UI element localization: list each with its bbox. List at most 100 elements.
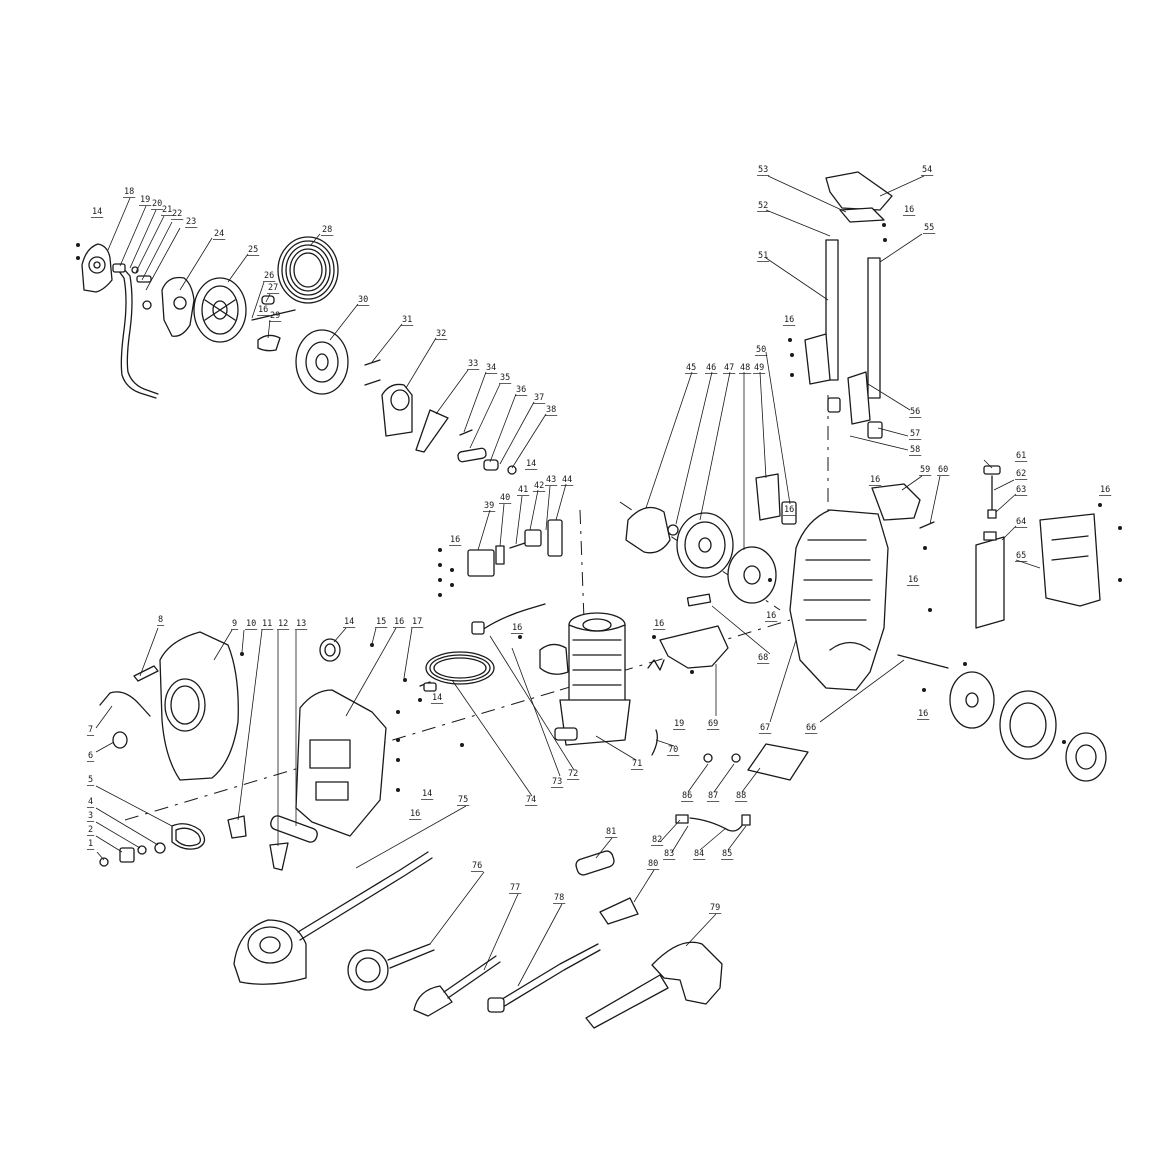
screw-callout-14-pins: 14 (526, 459, 536, 469)
detergent-tank (975, 531, 1005, 629)
callout-57: 57 (910, 429, 920, 439)
frame-side-panel (295, 689, 387, 837)
callout-81: 81 (606, 827, 616, 837)
callout-76: 76 (472, 861, 482, 871)
callout-54: 54 (922, 165, 932, 175)
callout-87: 87 (708, 791, 718, 801)
callout-75: 75 (458, 795, 468, 805)
callout-80: 80 (648, 859, 658, 869)
callout-28: 28 (322, 225, 332, 235)
callout-58: 58 (910, 445, 920, 455)
callout-8: 8 (158, 615, 163, 625)
support-clip-49 (755, 473, 797, 525)
callout-36: 36 (516, 385, 526, 395)
spring-clip (647, 659, 665, 756)
screw-callout-14-reel: 14 (92, 207, 102, 217)
detergent-cap (983, 465, 1001, 519)
callout-71: 71 (632, 759, 642, 769)
callout-41: 41 (518, 485, 528, 495)
callout-83: 83 (664, 849, 674, 859)
callout-45: 45 (686, 363, 696, 373)
callout-25: 25 (248, 245, 258, 255)
callout-14: 14 (344, 617, 354, 627)
callout-29: 29 (270, 311, 280, 321)
callout-30: 30 (358, 295, 368, 305)
callout-6: 6 (88, 751, 93, 761)
rotary-brush-76 (347, 943, 435, 991)
callout-33: 33 (468, 359, 478, 369)
callout-79: 79 (710, 903, 720, 913)
hose-reel-bracket (81, 243, 113, 293)
belt-ring (171, 823, 206, 850)
motor-pump-unit (539, 612, 631, 746)
axle (897, 654, 949, 669)
reel-mount (381, 383, 413, 437)
spray-gun-79 (585, 941, 723, 1029)
callout-69: 69 (708, 719, 718, 729)
screw-callout-16-frame: 16 (784, 505, 794, 515)
right-wheel (999, 690, 1057, 760)
foot-clip (227, 815, 289, 871)
screw-callout-16-tank: 16 (1100, 485, 1110, 495)
screw-callout-16-hub: 16 (766, 611, 776, 621)
nozzle-80 (599, 897, 639, 925)
callout-63: 63 (1016, 485, 1026, 495)
callout-18: 18 (124, 187, 134, 197)
callout-9: 9 (232, 619, 237, 629)
callout-20: 20 (152, 199, 162, 209)
callout-22: 22 (172, 209, 182, 219)
callout-55: 55 (924, 223, 934, 233)
front-cover (159, 631, 239, 781)
callout-65: 65 (1016, 551, 1026, 561)
callout-44: 44 (562, 475, 572, 485)
outlet-coupling (99, 842, 166, 867)
screw-callout-16-panel: 16 (410, 809, 420, 819)
callout-56: 56 (910, 407, 920, 417)
callout-68: 68 (758, 653, 768, 663)
front-knob (112, 731, 128, 749)
screw-callout-16-switch: 16 (450, 535, 460, 545)
left-wheel (667, 512, 734, 578)
callout-16: 16 (394, 617, 404, 627)
callout-64: 64 (1016, 517, 1026, 527)
callout-51: 51 (758, 251, 768, 261)
main-frame (789, 509, 889, 691)
callout-48: 48 (740, 363, 750, 373)
screws (76, 223, 1122, 792)
screw-callout-19-spring: 19 (674, 719, 684, 729)
screw-callout-16-pump: 16 (512, 623, 522, 633)
handle-lock (827, 397, 883, 439)
patio-cleaner-75 (233, 851, 433, 985)
callout-3: 3 (88, 811, 93, 821)
callout-12: 12 (278, 619, 288, 629)
nozzle-81 (575, 850, 615, 876)
callout-15: 15 (376, 617, 386, 627)
callout-5: 5 (88, 775, 93, 785)
left-hubcap (727, 546, 777, 604)
knob-14 (319, 638, 341, 662)
callout-66: 66 (806, 723, 816, 733)
callout-53: 53 (758, 165, 768, 175)
callout-31: 31 (402, 315, 412, 325)
lance-78 (487, 943, 601, 1013)
bracket-69 (659, 625, 729, 669)
callout-13: 13 (296, 619, 306, 629)
hose-hook (99, 665, 159, 717)
reel-drum (193, 277, 247, 343)
cord-hook-56 (804, 333, 871, 425)
callout-40: 40 (500, 493, 510, 503)
callout-39: 39 (484, 501, 494, 511)
hose-coil (277, 236, 339, 304)
handle-top (825, 171, 893, 223)
callout-35: 35 (500, 373, 510, 383)
callout-46: 46 (706, 363, 716, 373)
switch-assembly (467, 519, 563, 577)
callout-42: 42 (534, 481, 544, 491)
callout-24: 24 (214, 229, 224, 239)
callout-17: 17 (412, 617, 422, 627)
callout-78: 78 (554, 893, 564, 903)
callout-43: 43 (546, 475, 556, 485)
screw-callout-16-wheel: 16 (918, 709, 928, 719)
callout-84: 84 (694, 849, 704, 859)
